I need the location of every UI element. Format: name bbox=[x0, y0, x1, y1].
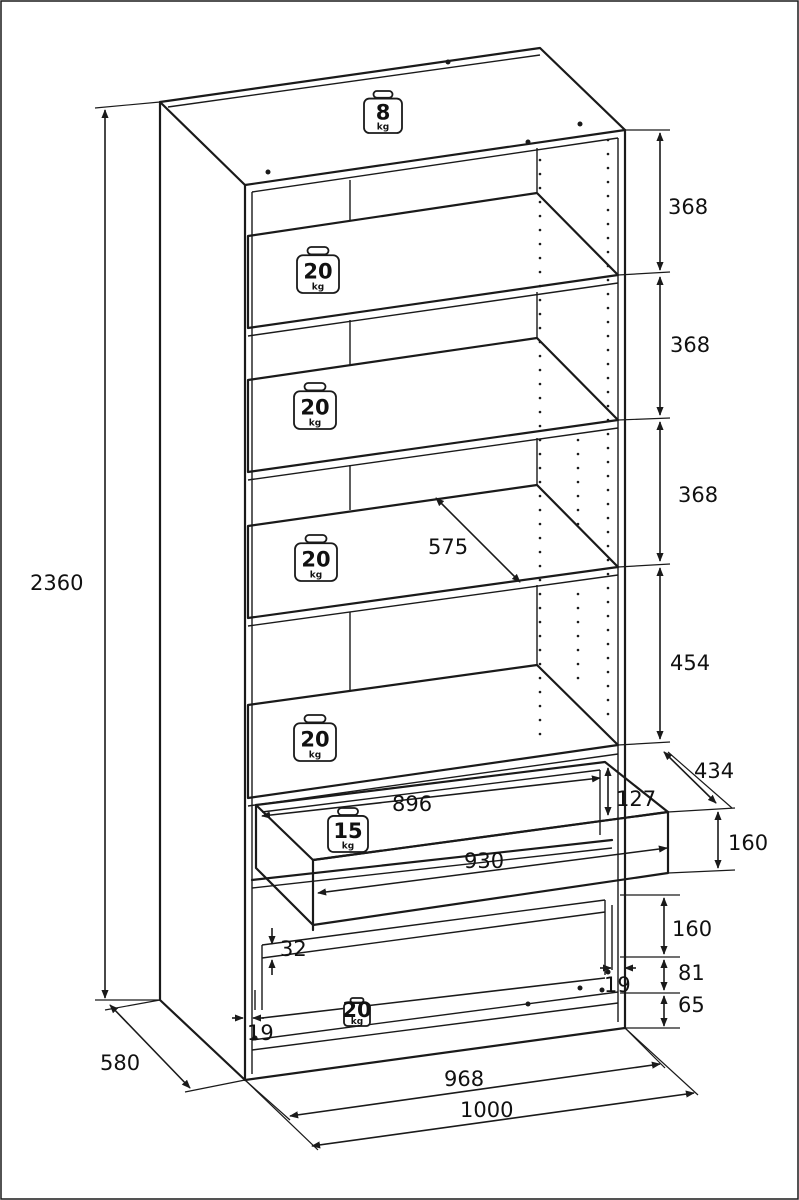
shelf-gap-3-label: 368 bbox=[678, 483, 718, 507]
inner-width-label: 968 bbox=[444, 1067, 484, 1091]
lower-drawer-height-label: 160 bbox=[672, 917, 712, 941]
outer-width-label: 1000 bbox=[460, 1098, 513, 1122]
weight-badge-unit: kg bbox=[309, 418, 321, 428]
total-height-label: 2360 bbox=[30, 571, 83, 595]
depth-label: 580 bbox=[100, 1051, 140, 1075]
weight-badge-value: 8 bbox=[376, 101, 391, 125]
dimension-labels: 2360 580 968 1000 368 368 368 454 575 43… bbox=[30, 195, 768, 1122]
weight-badge-unit: kg bbox=[342, 841, 354, 851]
screws bbox=[252, 59, 611, 1041]
plinth-lower-label: 65 bbox=[678, 993, 705, 1017]
lower-drawer-box bbox=[250, 838, 614, 882]
outer-width-line bbox=[311, 1090, 695, 1149]
drawer-inner-width-line bbox=[261, 775, 601, 819]
shelf-depth-line bbox=[435, 497, 521, 583]
weight-badge-1: 8kg bbox=[363, 90, 403, 134]
drawer-inner-height-label: 127 bbox=[616, 787, 656, 811]
plinth-upper-label: 81 bbox=[678, 961, 705, 985]
drawer-front-width-line bbox=[317, 845, 668, 896]
side-thickness-left-label: 19 bbox=[247, 1021, 274, 1045]
shelf-gap-1-label: 368 bbox=[668, 195, 708, 219]
side-thickness-right-label: 19 bbox=[604, 973, 631, 997]
drawer-inner-width-label: 896 bbox=[392, 792, 432, 816]
shelf-gap-4-label: 454 bbox=[670, 651, 710, 675]
weight-badge-unit: kg bbox=[312, 282, 324, 292]
upper-drawer bbox=[254, 760, 670, 927]
left-side-panel bbox=[158, 100, 247, 1082]
shelf-pin-holes bbox=[538, 138, 610, 736]
weight-badge-unit: kg bbox=[309, 750, 321, 760]
lower-drawer bbox=[250, 838, 614, 1010]
weight-badge-unit: kg bbox=[377, 123, 389, 133]
weight-badge-value: 15 bbox=[333, 819, 362, 843]
drawer-front-height-label: 160 bbox=[728, 831, 768, 855]
dimension-lines bbox=[94, 101, 736, 1151]
weight-badge-value: 20 bbox=[301, 547, 330, 571]
shelf-depth-label: 575 bbox=[428, 535, 468, 559]
drawer-depth-line bbox=[663, 751, 717, 804]
drawer-depth-label: 434 bbox=[694, 759, 734, 783]
weight-badge-value: 20 bbox=[303, 259, 332, 283]
lower-gap-label: 32 bbox=[280, 937, 307, 961]
cabinet-body bbox=[158, 46, 627, 1082]
weight-badge-value: 20 bbox=[342, 998, 371, 1022]
depth-line bbox=[109, 1004, 191, 1089]
shelf-gap-2-label: 368 bbox=[670, 333, 710, 357]
weight-badge-unit: kg bbox=[351, 1017, 363, 1027]
cabinet-bottom-edge bbox=[243, 1026, 627, 1082]
weight-badge-unit: kg bbox=[310, 570, 322, 580]
drawer-front-width-label: 930 bbox=[464, 849, 504, 873]
upper-drawer-box bbox=[254, 760, 670, 862]
weight-badge-value: 20 bbox=[300, 395, 329, 419]
weight-badge-value: 20 bbox=[300, 727, 329, 751]
